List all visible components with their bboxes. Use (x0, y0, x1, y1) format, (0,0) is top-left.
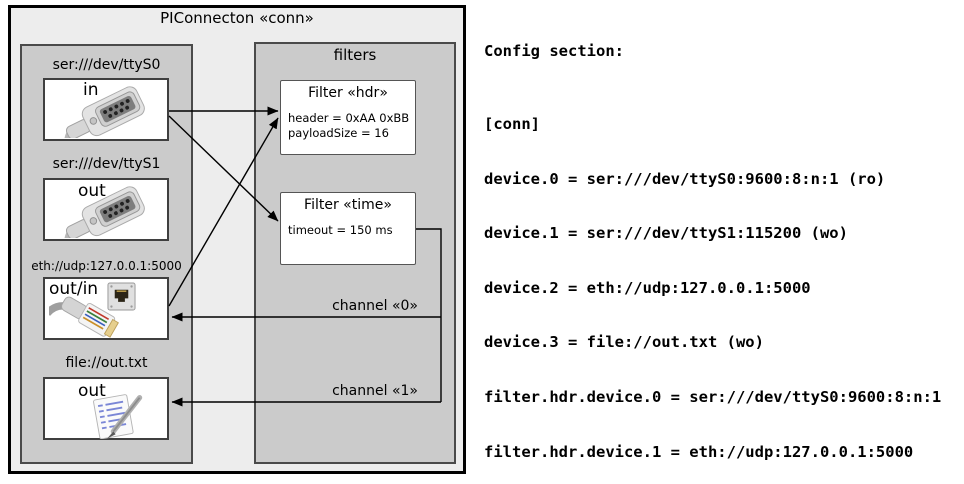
device-direction-label: out/in (49, 279, 99, 299)
config-line: device.0 = ser:///dev/ttyS0:9600:8:n:1 (… (484, 169, 886, 188)
device-label-eth: eth://udp:127.0.0.1:5000 (31, 259, 182, 273)
device-box-ttys0: in (43, 78, 169, 141)
channel-1-label: channel «1» (332, 383, 418, 399)
device-direction-label: out (78, 381, 106, 401)
config-line: device.3 = file://out.txt (wo) (484, 333, 764, 352)
device-box-eth: out/in (43, 277, 169, 340)
serial-connector-image (64, 186, 145, 238)
config-line: filter.hdr.device.0 = ser:///dev/ttyS0:9… (484, 387, 942, 406)
config-section: Config section: [conn] device.0 = ser://… (484, 6, 962, 484)
notepad-pen-image (93, 394, 143, 439)
filter-hdr-attr-payloadsize: payloadSize = 16 (288, 126, 389, 140)
channel-0-label: channel «0» (332, 298, 418, 314)
device-direction-label: out (78, 181, 106, 201)
filter-hdr-box: Filter «hdr» header = 0xAA 0xBB payloadS… (280, 80, 416, 155)
config-line: device.2 = eth://udp:127.0.0.1:5000 (484, 278, 811, 297)
device-label-file: file://out.txt (65, 355, 148, 371)
config-heading: Config section: (484, 42, 624, 61)
config-line: filter.hdr.device.1 = eth://udp:127.0.0.… (484, 442, 914, 461)
filter-time-title: Filter «time» (304, 197, 392, 213)
filter-time-attr-timeout: timeout = 150 ms (288, 223, 393, 237)
serial-connector-image (64, 86, 145, 138)
filter-hdr-title: Filter «hdr» (308, 85, 388, 101)
config-line: [conn] (484, 115, 540, 134)
device-box-file: out (43, 377, 169, 440)
filter-hdr-attr-header: header = 0xAA 0xBB (288, 111, 410, 125)
device-direction-label: in (83, 80, 99, 100)
device-box-ttys1: out (43, 178, 169, 241)
piconnecton-title: PIConnecton «conn» (160, 9, 314, 27)
ethernet-plug-image (49, 296, 119, 338)
config-line: device.1 = ser:///dev/ttyS1:115200 (wo) (484, 224, 848, 243)
filters-title: filters (333, 46, 377, 64)
device-label-ttys0: ser:///dev/ttyS0 (52, 57, 161, 73)
filter-time-box: Filter «time» timeout = 150 ms (280, 192, 416, 265)
device-label-ttys1: ser:///dev/ttyS1 (52, 156, 161, 172)
ethernet-port-icon (107, 282, 136, 311)
